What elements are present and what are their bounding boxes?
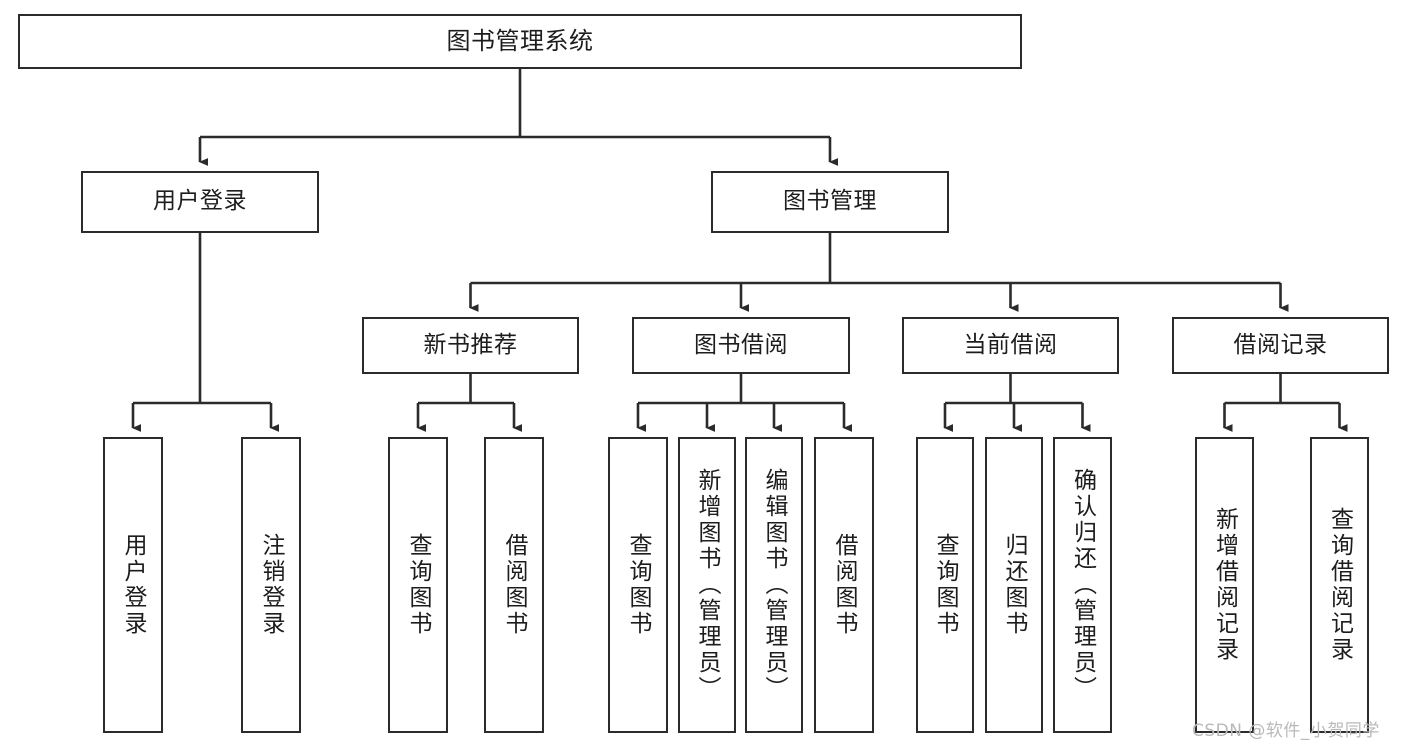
node-label: 编辑图书（管理员） <box>761 468 788 702</box>
node-label: 查询图书 <box>932 533 959 637</box>
node-label: 用户登录 <box>153 188 247 215</box>
node-label: 借阅图书 <box>831 533 858 637</box>
node-borrowing-records[interactable]: 借阅记录 <box>1172 317 1389 374</box>
node-book-borrowing[interactable]: 图书借阅 <box>632 317 850 374</box>
node-leaf-borrow-query-books[interactable]: 查询图书 <box>608 437 668 733</box>
node-new-book-recommendation[interactable]: 新书推荐 <box>362 317 579 374</box>
node-current-borrowing[interactable]: 当前借阅 <box>902 317 1119 374</box>
node-label: 借阅图书 <box>501 533 528 637</box>
node-label: 归还图书 <box>1001 533 1028 637</box>
node-label: 借阅记录 <box>1233 331 1328 358</box>
node-label: 注销登录 <box>258 533 285 637</box>
node-label: 新增借阅记录 <box>1211 507 1238 663</box>
node-label: 查询借阅记录 <box>1326 507 1353 663</box>
node-label: 查询图书 <box>405 533 432 637</box>
node-label: 图书管理系统 <box>446 27 594 56</box>
node-label: 确认归还（管理员） <box>1069 468 1096 702</box>
node-leaf-borrow-add-book-admin[interactable]: 新增图书（管理员） <box>678 437 736 733</box>
node-label: 图书管理 <box>783 188 877 215</box>
node-leaf-user-login[interactable]: 用户登录 <box>103 437 163 733</box>
node-leaf-record-query-borrow-record[interactable]: 查询借阅记录 <box>1310 437 1369 733</box>
node-label: 当前借阅 <box>963 331 1058 358</box>
node-leaf-user-logout[interactable]: 注销登录 <box>241 437 301 733</box>
node-leaf-recommend-query-books[interactable]: 查询图书 <box>388 437 448 733</box>
node-label: 用户登录 <box>120 533 147 637</box>
node-user-login-module[interactable]: 用户登录 <box>81 171 319 233</box>
node-leaf-current-return-books[interactable]: 归还图书 <box>985 437 1043 733</box>
node-label: 新书推荐 <box>423 331 518 358</box>
node-leaf-recommend-borrow-books[interactable]: 借阅图书 <box>484 437 544 733</box>
node-leaf-record-add-borrow-record[interactable]: 新增借阅记录 <box>1195 437 1254 733</box>
node-book-management-module[interactable]: 图书管理 <box>711 171 949 233</box>
node-leaf-current-confirm-return-admin[interactable]: 确认归还（管理员） <box>1053 437 1112 733</box>
node-label: 图书借阅 <box>694 331 788 358</box>
node-leaf-current-query-books[interactable]: 查询图书 <box>916 437 974 733</box>
node-leaf-borrow-borrow-books[interactable]: 借阅图书 <box>814 437 874 733</box>
node-label: 新增图书（管理员） <box>694 468 721 702</box>
node-label: 查询图书 <box>625 533 652 637</box>
node-root-system[interactable]: 图书管理系统 <box>18 14 1022 69</box>
csdn-watermark: CSDN @软件_小贺同学 <box>1192 721 1380 741</box>
node-leaf-borrow-edit-book-admin[interactable]: 编辑图书（管理员） <box>745 437 803 733</box>
